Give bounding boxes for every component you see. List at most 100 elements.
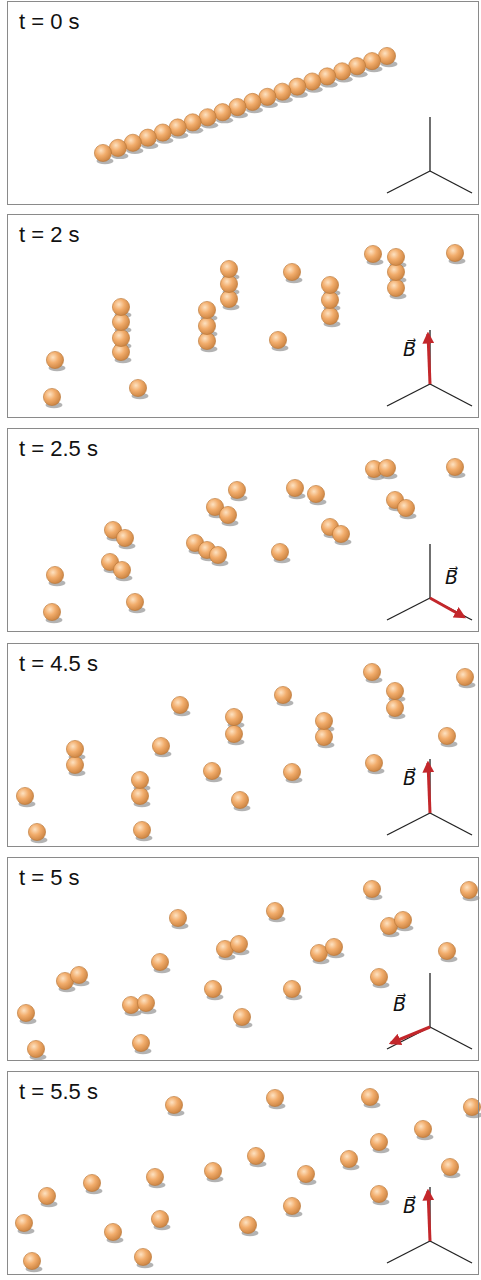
- magnetic-particle: [283, 1197, 300, 1214]
- magnetic-particle: [220, 290, 237, 307]
- magnetic-particle: [23, 1252, 40, 1269]
- time-panel: t = 4.5 s B⃗: [7, 643, 479, 847]
- magnetic-particle: [17, 1004, 34, 1021]
- magnetic-particle: [131, 787, 148, 804]
- magnetic-particle: [198, 332, 215, 349]
- magnetic-particle: [239, 1216, 256, 1233]
- magnetic-particle: [438, 942, 455, 959]
- magnetic-particle: [363, 53, 380, 70]
- time-label: t = 2 s: [19, 223, 80, 247]
- magnetic-particle: [259, 88, 276, 105]
- time-panel: t = 2.5 sB⃗: [7, 428, 479, 632]
- magnetic-particle: [16, 787, 33, 804]
- magnetic-particle: [315, 728, 332, 745]
- particle-panel-art: [15, 1088, 481, 1272]
- axis-line: [429, 117, 430, 171]
- magnetic-particle: [349, 58, 366, 75]
- magnetic-particle: [370, 1133, 387, 1150]
- field-label: B⃗: [393, 993, 406, 1016]
- magnetic-particle: [363, 880, 380, 897]
- magnetic-particle: [27, 1040, 44, 1057]
- magnetic-particle: [112, 329, 129, 346]
- magnetic-particle: [122, 996, 139, 1013]
- time-label: t = 5 s: [19, 866, 80, 890]
- magnetic-particle: [378, 459, 395, 476]
- magnetic-particle: [274, 83, 291, 100]
- magnetic-particle: [199, 109, 216, 126]
- magnetic-particle: [171, 696, 188, 713]
- magnetic-particle: [154, 124, 171, 141]
- magnetic-particle: [361, 1088, 378, 1105]
- field-label: B⃗: [403, 767, 416, 790]
- magnetic-particle: [43, 388, 60, 405]
- magnetic-particle: [109, 139, 126, 156]
- axis-line: [430, 384, 472, 406]
- magnetic-particle: [271, 543, 288, 560]
- magnetic-particle: [38, 1187, 55, 1204]
- axis-line: [387, 1241, 430, 1263]
- magnetic-particle: [43, 603, 60, 620]
- magnetic-particle: [229, 98, 246, 115]
- magnetic-particle: [220, 275, 237, 292]
- magnetic-particle: [321, 291, 338, 308]
- magnetic-particle: [220, 260, 237, 277]
- magnetic-particle: [274, 686, 291, 703]
- time-panel: t = 5.5 sB⃗: [7, 1071, 479, 1275]
- field-arrow: [428, 334, 430, 384]
- magnetic-particle: [283, 980, 300, 997]
- magnetic-particle: [219, 506, 236, 523]
- magnetic-particle: [269, 331, 286, 348]
- magnetic-particle: [334, 63, 351, 80]
- magnetic-particle: [225, 708, 242, 725]
- magnetic-particle: [228, 481, 245, 498]
- magnetic-particle: [244, 93, 261, 110]
- magnetic-particle: [151, 1210, 168, 1227]
- magnetic-particle: [340, 1150, 357, 1167]
- field-arrow: [391, 1027, 430, 1043]
- magnetic-particle: [364, 245, 381, 262]
- magnetic-particle: [283, 763, 300, 780]
- magnetic-particle: [247, 1147, 264, 1164]
- magnetic-particle: [70, 966, 87, 983]
- magnetic-particle: [137, 994, 154, 1011]
- magnetic-particle: [266, 902, 283, 919]
- particle-panel-art: [16, 663, 475, 843]
- magnetic-particle: [165, 1096, 182, 1113]
- magnetic-particle: [387, 248, 404, 265]
- magnetic-particle: [139, 129, 156, 146]
- magnetic-particle: [319, 68, 336, 85]
- axis-line: [429, 973, 430, 1027]
- magnetic-particle: [169, 909, 186, 926]
- magnetic-particle: [321, 276, 338, 293]
- time-label: t = 4.5 s: [19, 652, 98, 676]
- time-label: t = 0 s: [19, 10, 80, 34]
- magnetic-particle: [460, 881, 477, 898]
- time-panel: t = 2 sB⃗: [7, 214, 479, 418]
- magnetic-particle: [104, 1223, 121, 1240]
- magnetic-particle: [441, 1158, 458, 1175]
- particle-panel-art: [43, 244, 472, 408]
- magnetic-particle: [94, 144, 111, 161]
- time-panel: t = 5 s B⃗: [7, 857, 479, 1061]
- particle-panel-art: [94, 47, 472, 193]
- magnetic-particle: [46, 566, 63, 583]
- magnetic-particle: [83, 1174, 100, 1191]
- magnetic-particle: [204, 980, 221, 997]
- magnetic-particle: [169, 119, 186, 136]
- magnetic-particle: [446, 458, 463, 475]
- magnetic-particle: [332, 525, 349, 542]
- magnetic-particle: [456, 668, 473, 685]
- magnetic-particle: [370, 968, 387, 985]
- axis-line: [387, 813, 430, 835]
- magnetic-particle: [397, 499, 414, 516]
- axis-line: [387, 598, 430, 620]
- field-label: B⃗: [403, 1195, 416, 1218]
- magnetic-particle: [129, 379, 146, 396]
- magnetic-particle: [286, 479, 303, 496]
- magnetic-particle: [66, 756, 83, 773]
- magnetic-particle: [134, 1248, 151, 1265]
- magnetic-particle: [304, 73, 321, 90]
- magnetic-particle: [124, 134, 141, 151]
- magnetic-particle: [152, 737, 169, 754]
- magnetic-particle: [214, 104, 231, 121]
